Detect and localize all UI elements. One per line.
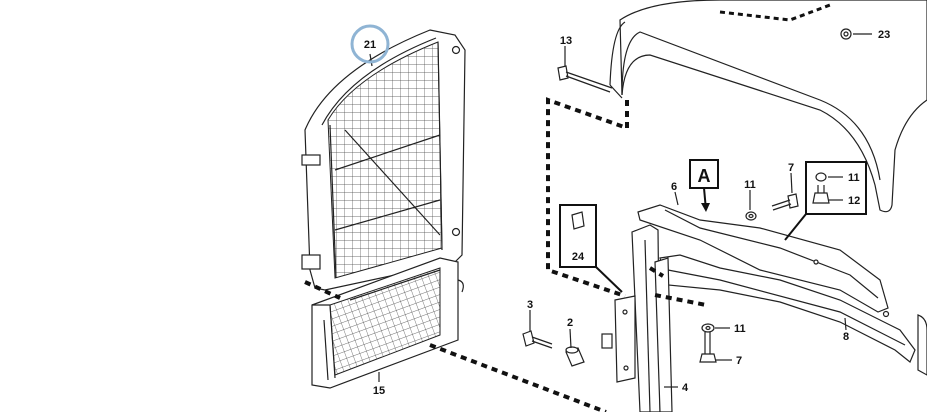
spacer-part-2 xyxy=(565,346,585,367)
callout-13: 13 xyxy=(560,35,572,47)
view-marker-a: A xyxy=(689,159,719,212)
side-rail-part-8 xyxy=(659,254,927,376)
nut-part-23 xyxy=(840,28,852,40)
assembly-guide-lines xyxy=(304,97,707,412)
callout-24: 24 xyxy=(572,251,585,263)
vertical-post-part-4 xyxy=(601,224,673,412)
highlight-circle-21 xyxy=(350,24,390,64)
view-marker-a-text: A xyxy=(698,166,711,186)
bolt-part-7-lower xyxy=(699,332,717,363)
callout-6: 6 xyxy=(671,181,677,193)
bolt-part-13 xyxy=(557,65,613,93)
washer-part-11-lower xyxy=(701,323,715,333)
bracket-part-6 xyxy=(637,204,890,318)
lower-grille-part-15 xyxy=(311,257,464,389)
callout-15: 15 xyxy=(373,385,385,397)
callout-12: 12 xyxy=(848,195,860,207)
callout-3: 3 xyxy=(527,299,533,311)
callout-11-mid: 11 xyxy=(744,179,756,191)
callout-2: 2 xyxy=(567,317,573,329)
callout-labels: 21 13 23 7 6 11 11 12 24 3 2 11 7 8 15 4 xyxy=(364,29,890,397)
callout-11-box: 11 xyxy=(848,172,860,184)
bolt-part-7-top xyxy=(771,193,799,211)
callout-7-top: 7 xyxy=(788,162,794,174)
callout-21: 21 xyxy=(364,39,376,51)
washer-part-11-mid xyxy=(745,211,757,221)
callout-8: 8 xyxy=(843,331,849,343)
bolt-part-3 xyxy=(522,330,553,349)
leader-lines xyxy=(369,33,872,388)
hood-cover xyxy=(609,0,927,213)
callout-11-lower: 11 xyxy=(734,323,746,335)
grille-door-part-21 xyxy=(301,29,466,291)
callout-7-lower: 7 xyxy=(736,355,742,367)
detail-box-24 xyxy=(559,204,623,293)
callout-23: 23 xyxy=(878,29,890,41)
detail-box-11-12 xyxy=(784,161,867,241)
callout-4: 4 xyxy=(682,382,689,394)
